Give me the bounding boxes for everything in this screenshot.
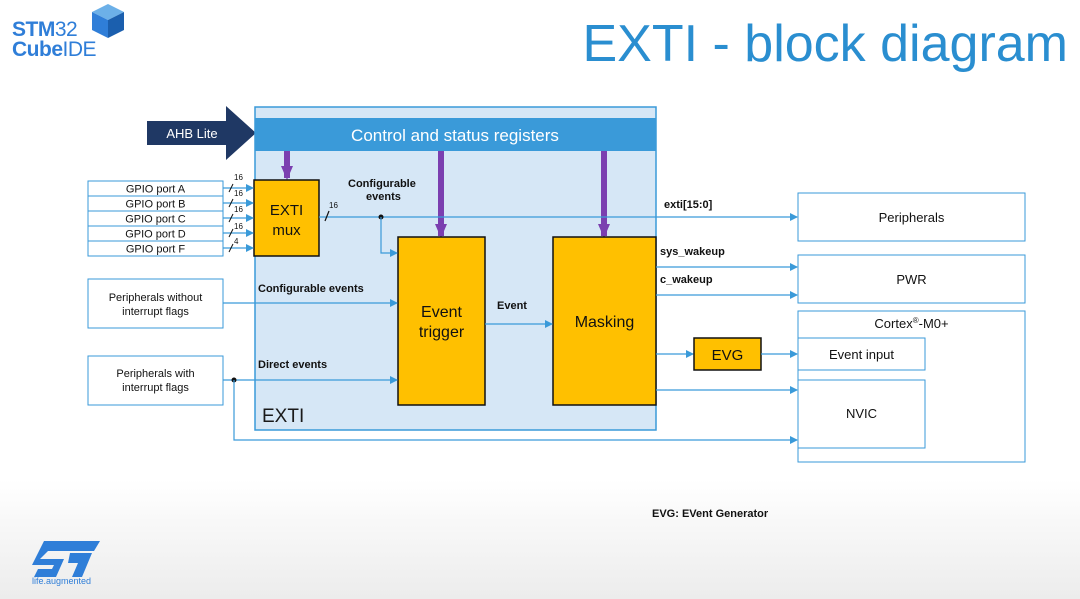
- control-status-registers-label: Control and status registers: [351, 126, 559, 145]
- gpio-f-slash: [228, 243, 234, 253]
- pwr-label: PWR: [896, 272, 926, 287]
- evg-label: EVG: [712, 347, 744, 364]
- periph-with-flags-box: [87, 355, 224, 406]
- event-input-label: Event input: [829, 347, 894, 362]
- exti-bus-label: exti[15:0]: [664, 199, 713, 211]
- gpio-d-slash: [228, 228, 234, 238]
- peripherals-box: [797, 192, 1026, 242]
- event-input-box: [797, 337, 926, 371]
- periph-without-flags-box: [87, 278, 224, 329]
- gpio-a-slash: [228, 183, 234, 193]
- gpio-port-b-label: GPIO port B: [126, 199, 186, 211]
- direct-to-nvic-line: [233, 380, 798, 444]
- periph-without-flags-label-2: interrupt flags: [122, 306, 189, 318]
- configurable-events-top-label-1: Configurable: [348, 178, 416, 190]
- event-trigger-label-2: trigger: [419, 324, 465, 341]
- mux-out-width: 16: [329, 201, 338, 210]
- st-logo: [30, 537, 106, 587]
- exti-mux: [253, 179, 320, 257]
- gpio-port-f-label: GPIO port F: [126, 244, 186, 256]
- pwr-box: [797, 254, 1026, 304]
- cortex-label: Cortex®-M0+: [874, 316, 948, 331]
- gpio-port-a-label: GPIO port A: [126, 184, 186, 196]
- exti-mux-label-2: mux: [272, 222, 301, 239]
- event-trigger-label-1: Event: [421, 304, 462, 321]
- evg-block: [693, 337, 762, 371]
- gpio-port-d-label: GPIO port D: [125, 229, 186, 241]
- cube-icon: [90, 2, 126, 40]
- masking-block: [552, 236, 657, 406]
- gpio-a-width: 16: [234, 173, 243, 182]
- logo-line1: STM32: [12, 18, 78, 41]
- slide-title: EXTI - block diagram: [582, 15, 1069, 73]
- ahb-lite-arrow: [147, 106, 256, 160]
- logo-line2: CubeIDE: [12, 38, 97, 61]
- periph-with-flags-label-1: Peripherals with: [116, 368, 194, 380]
- sys-wakeup-label: sys_wakeup: [660, 246, 725, 258]
- gpio-b-slash: [228, 198, 234, 208]
- mux-to-trigger-line: [380, 217, 398, 257]
- gpio-d-width: 16: [234, 222, 243, 231]
- periph-with-flags-label-2: interrupt flags: [122, 382, 189, 394]
- periph-without-flags-label-1: Peripherals without: [109, 292, 203, 304]
- gpio-port-c-label: GPIO port C: [125, 214, 186, 226]
- event-trigger-block: [397, 236, 486, 406]
- ahb-lite-label: AHB Lite: [166, 126, 217, 141]
- configurable-events-label: Configurable events: [258, 283, 364, 295]
- peripherals-label: Peripherals: [879, 210, 945, 225]
- exti-label: EXTI: [262, 406, 304, 427]
- control-status-registers: [255, 118, 656, 151]
- c-wakeup-label: c_wakeup: [660, 274, 713, 286]
- event-label: Event: [497, 300, 527, 312]
- direct-events-label: Direct events: [258, 359, 327, 371]
- evg-footnote: EVG: EVent Generator: [652, 508, 769, 520]
- nvic-box: [797, 379, 926, 449]
- gpio-c-slash: [228, 213, 234, 223]
- gpio-f-width: 4: [234, 237, 239, 246]
- masking-label: Masking: [575, 314, 635, 331]
- mux-out-slash: [324, 210, 330, 222]
- nvic-label: NVIC: [846, 406, 877, 421]
- exti-mux-label-1: EXTI: [270, 202, 303, 219]
- gpio-c-width: 16: [234, 205, 243, 214]
- gpio-b-width: 16: [234, 189, 243, 198]
- st-tagline: life.augmented: [32, 576, 92, 586]
- configurable-events-top-label-2: events: [366, 191, 401, 203]
